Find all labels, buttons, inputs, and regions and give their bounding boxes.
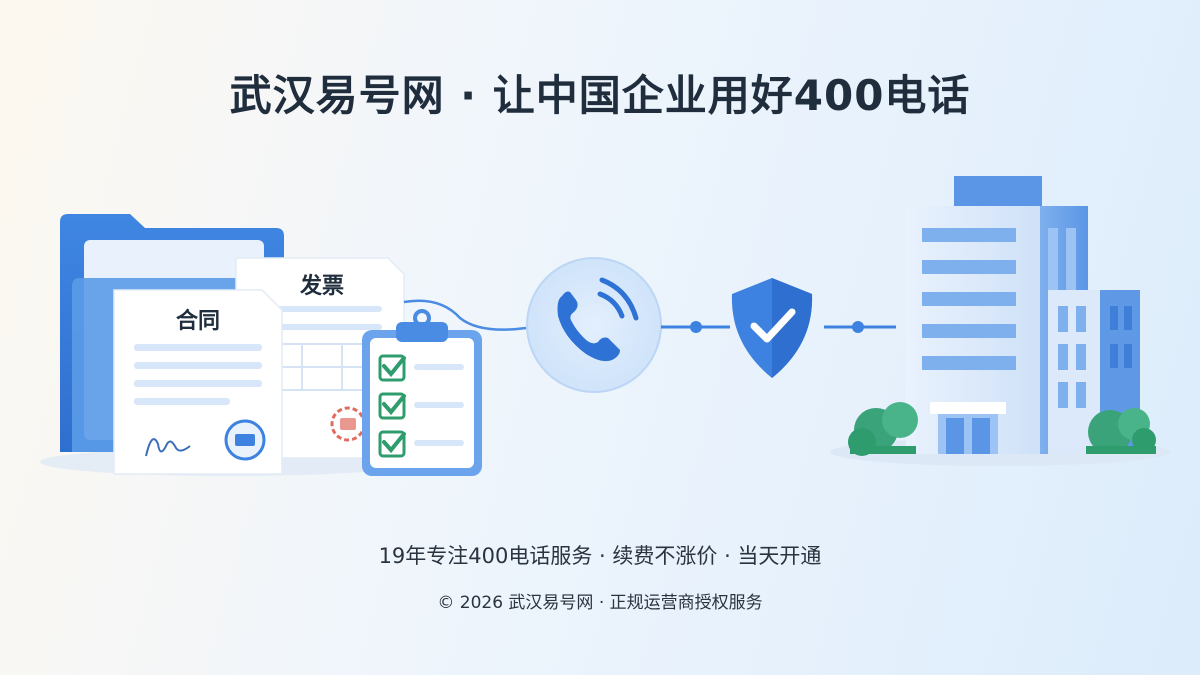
office-building-icon: [906, 176, 1140, 454]
contract-icon: 合同: [113, 289, 283, 475]
tagline: 19年专注400电话服务 · 续费不涨价 · 当天开通: [378, 544, 822, 568]
contract-label: 合同: [176, 308, 220, 334]
checklist-icon: [362, 309, 482, 476]
footer-copyright: © 2026 武汉易号网 · 正规运营商授权服务: [437, 593, 763, 613]
phone-icon: [526, 257, 662, 393]
invoice-label: 发票: [299, 273, 344, 299]
checkbox-icon: [378, 430, 406, 458]
connector-line-1: [403, 299, 527, 331]
connector-dot: [690, 321, 702, 333]
tree-icon: [848, 402, 918, 456]
tree-icon: [1086, 408, 1156, 454]
checkbox-icon: [378, 392, 406, 420]
page-title: 武汉易号网 · 让中国企业用好400电话: [229, 71, 971, 120]
shield-check-icon: [731, 278, 813, 378]
connector-dot: [852, 321, 864, 333]
seal-icon: [224, 419, 266, 461]
signature-icon: [145, 438, 191, 457]
checkbox-icon: [378, 354, 406, 382]
